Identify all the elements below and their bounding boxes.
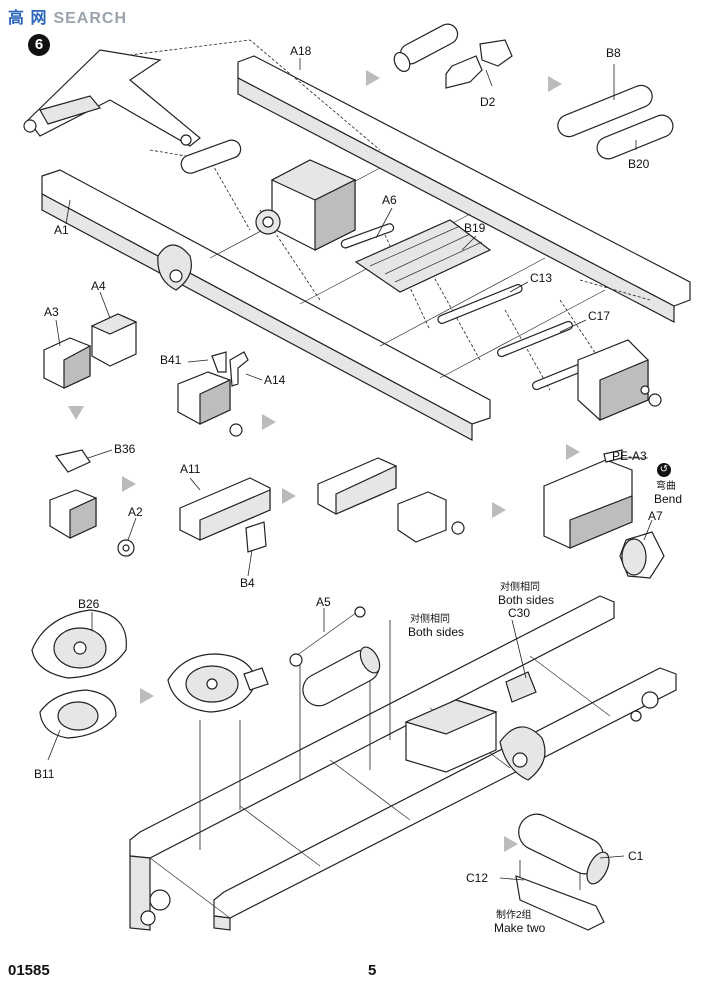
label-B19: B19 [464, 221, 486, 235]
label-B26: B26 [78, 597, 100, 611]
label-PE-A3: PE-A3 [612, 449, 647, 463]
note-both-sides-en-2: Both sides [408, 625, 465, 639]
process-arrows [68, 70, 580, 852]
drive-shaft-a5 [289, 606, 366, 667]
label-A4: A4 [91, 279, 106, 293]
note-bend-cn: 弯曲 [656, 481, 676, 492]
label-C17: C17 [588, 309, 611, 323]
label-B20: B20 [628, 157, 650, 171]
step-number-badge: 6 [28, 34, 50, 56]
lower-chassis-assembly [129, 595, 677, 931]
bracket-a11-b4 [179, 477, 271, 553]
tube-parts [393, 23, 674, 160]
label-A3: A3 [44, 305, 59, 319]
note-both-sides-cn-2: 对侧相同 [410, 614, 450, 625]
fuel-tank [302, 646, 381, 707]
note-both-sides-cn-1: 对侧相同 [500, 582, 540, 593]
label-B4: B4 [240, 576, 255, 590]
spring-hanger-a3-a4 [43, 313, 138, 389]
label-A5: A5 [316, 595, 331, 609]
tank-c1-c12 [515, 813, 610, 931]
hanger-b41-a14 [177, 351, 249, 437]
hanger-b36-a2 [49, 449, 135, 557]
label-A11: A11 [180, 462, 201, 476]
label-C12: C12 [466, 871, 489, 885]
label-A14: A14 [264, 373, 286, 387]
product-code: 01585 [8, 962, 50, 979]
note-make-two-cn: 制作2组 [496, 910, 532, 921]
label-A7: A7 [648, 509, 663, 523]
note-both-sides-en-1: Both sides [498, 593, 555, 607]
upper-frame-assembly [23, 39, 691, 442]
label-B8: B8 [606, 46, 621, 60]
transfer-box-part [255, 159, 357, 251]
spare-wheel-parts [31, 609, 269, 739]
label-B41: B41 [160, 353, 182, 367]
label-C30: C30 [508, 606, 531, 620]
page-number: 5 [368, 962, 377, 979]
label-B36: B36 [114, 442, 136, 456]
note-bend-en: Bend [654, 492, 683, 506]
bracket-assembly-middle [317, 457, 465, 543]
label-B11: B11 [34, 767, 55, 781]
bend-icon: ↺ [657, 463, 671, 477]
label-A18: A18 [290, 44, 312, 58]
label-A2: A2 [128, 505, 143, 519]
label-C1: C1 [628, 849, 644, 863]
bracket-assembly-right [543, 449, 665, 579]
label-D2: D2 [480, 95, 496, 109]
label-A6: A6 [382, 193, 397, 207]
label-A1: A1 [54, 223, 69, 237]
label-C13: C13 [530, 271, 553, 285]
note-make-two-en: Make two [494, 921, 546, 935]
